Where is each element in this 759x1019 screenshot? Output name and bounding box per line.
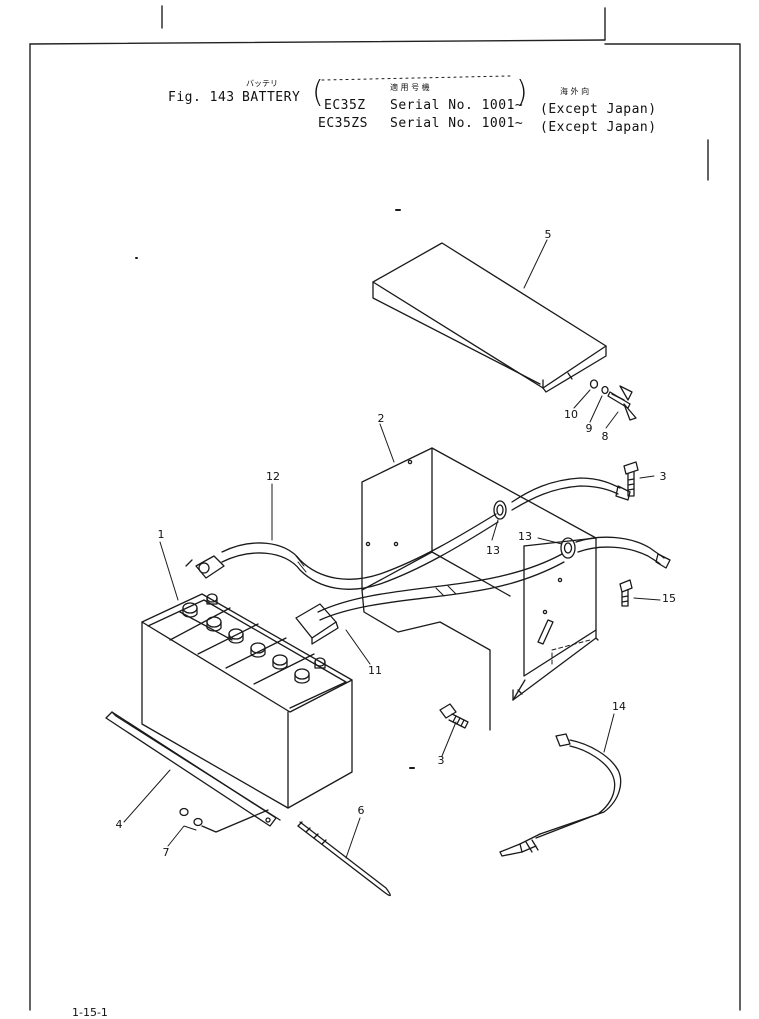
battery-cable-harness <box>186 514 564 644</box>
region-ec35z: (Except Japan) <box>540 102 657 117</box>
grommet-right <box>561 538 575 558</box>
left-paren-top: ( <box>312 75 324 110</box>
callout-3-upper: 3 <box>659 470 667 483</box>
leader-7 <box>168 826 196 846</box>
callout-13-b: 13 <box>518 530 532 543</box>
figure-title: BATTERY <box>242 90 301 105</box>
battery-box <box>362 448 598 730</box>
j-bolt <box>298 822 390 895</box>
leader-2 <box>380 424 394 462</box>
title-japanese: バッテリ <box>246 79 278 88</box>
bolt-upper <box>624 462 638 496</box>
callout-13-a: 13 <box>486 544 500 557</box>
callout-1: 1 <box>157 528 165 541</box>
bolt-fifteen <box>620 580 632 606</box>
callout-2: 2 <box>377 412 385 425</box>
callout-9: 9 <box>585 422 593 435</box>
wing-bolt-assembly <box>591 380 637 420</box>
callout-14: 14 <box>612 700 626 713</box>
leader-15 <box>634 598 660 600</box>
serial-ec35zs: Serial No. 1001~ <box>390 116 524 131</box>
leader-6 <box>346 818 360 858</box>
leader-9 <box>590 396 602 422</box>
leader-5 <box>524 240 547 288</box>
hold-down-bar <box>106 712 280 826</box>
callout-8: 8 <box>601 430 609 443</box>
cable-right-grommet <box>576 537 670 568</box>
callout-5: 5 <box>544 228 552 241</box>
bolt-lower <box>440 704 468 728</box>
callout-11: 11 <box>368 664 382 677</box>
figure-label: Fig. 143 <box>168 90 235 105</box>
header-dotted-rule <box>322 76 510 80</box>
right-paren-top: ) <box>516 75 528 110</box>
leader-13-b <box>538 538 562 544</box>
callout-3-lower: 3 <box>437 754 445 767</box>
battery <box>142 594 352 808</box>
leader-3-lower <box>442 722 456 756</box>
serial-ec35z: Serial No. 1001~ <box>390 98 524 113</box>
region-ec35zs: (Except Japan) <box>540 120 657 135</box>
export-japanese: 海 外 向 <box>560 87 590 96</box>
leader-4 <box>124 770 170 822</box>
battery-cover-plate <box>373 243 606 392</box>
callout-12: 12 <box>266 470 280 483</box>
page-border <box>30 6 740 1010</box>
leader-8 <box>606 412 618 428</box>
model-ec35z: EC35Z <box>324 98 366 113</box>
leader-14 <box>604 714 614 752</box>
callout-7: 7 <box>162 846 170 859</box>
callout-4: 4 <box>115 818 123 831</box>
leader-3-upper <box>640 476 654 478</box>
leader-11 <box>346 630 370 664</box>
leader-10 <box>574 390 590 408</box>
callout-15: 15 <box>662 592 676 605</box>
ground-cable <box>500 734 621 856</box>
cable-upper-terminal <box>512 478 630 510</box>
applicable-units-japanese: 適 用 号 機 <box>390 83 430 92</box>
page-reference: 1-15-1 <box>72 1006 108 1019</box>
grommet-upper <box>494 501 506 519</box>
scan-dots <box>136 210 414 768</box>
leader-1 <box>160 542 178 600</box>
nuts <box>180 809 268 833</box>
model-ec35zs: EC35ZS <box>318 116 368 131</box>
callout-6: 6 <box>357 804 365 817</box>
callout-10: 10 <box>564 408 578 421</box>
